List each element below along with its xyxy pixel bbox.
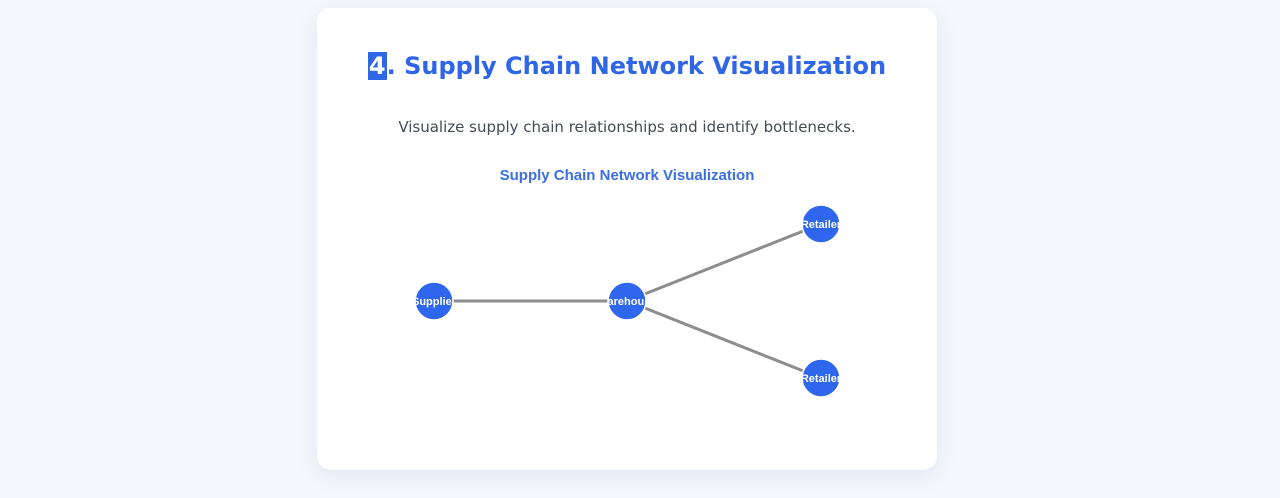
section-description: Visualize supply chain relationships and… bbox=[398, 118, 856, 136]
content-card: 4. Supply Chain Network Visualization Vi… bbox=[317, 8, 937, 470]
node-label-supplier: Supplier bbox=[412, 296, 457, 308]
node-label-retailer-1: Retailer bbox=[801, 219, 842, 231]
diagram-title: Supply Chain Network Visualization bbox=[500, 167, 755, 184]
node-retailer-1[interactable]: Retailer bbox=[801, 204, 842, 244]
node-supplier[interactable]: Supplier bbox=[412, 281, 457, 321]
node-warehouse[interactable]: Warehouse bbox=[598, 281, 657, 321]
section-number: 4 bbox=[367, 52, 387, 80]
section-title: . Supply Chain Network Visualization bbox=[386, 52, 887, 80]
node-label-warehouse: Warehouse bbox=[598, 296, 657, 308]
edge-warehouse-retailer-1 bbox=[626, 222, 822, 303]
section-heading: 4. Supply Chain Network Visualization bbox=[317, 48, 937, 84]
edge-warehouse-retailer-2 bbox=[626, 299, 822, 380]
node-label-retailer-2: Retailer bbox=[801, 373, 842, 385]
node-retailer-2[interactable]: Retailer bbox=[801, 358, 842, 398]
network-diagram: Supply Chain Network Visualization Suppl… bbox=[412, 167, 842, 398]
